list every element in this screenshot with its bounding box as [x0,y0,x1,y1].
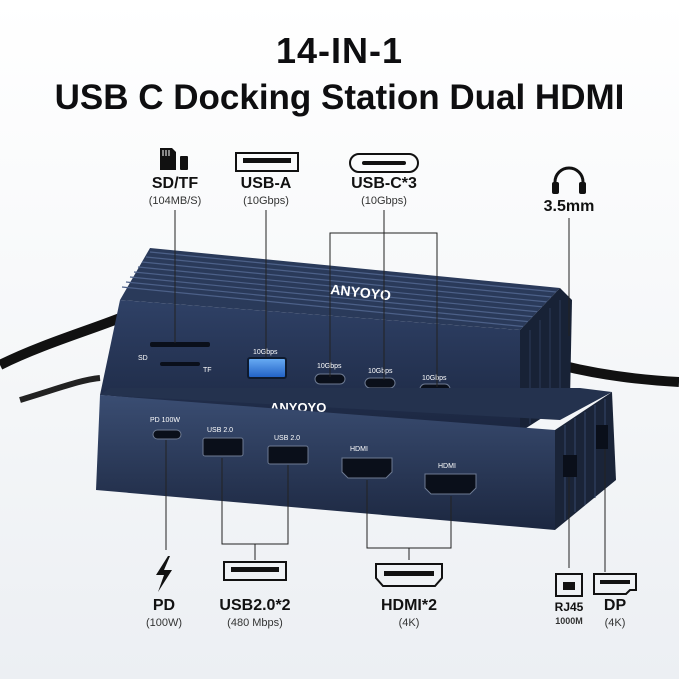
label-usb2-spec: (480 Mbps) [227,617,283,629]
brand-logo-upper: ANYOYO [330,281,392,303]
label-usb2: USB2.0*2 (480 Mbps) [219,597,290,629]
label-sdtf-spec: (104MB/S) [148,195,202,207]
label-hdmi-title: HDMI*2 [380,597,438,614]
usb2-port-2 [267,445,309,465]
hdmi-print-1: HDMI [350,446,368,453]
label-usba-title: USB-A [240,175,292,192]
label-usba: USB-A (10Gbps) [241,175,292,207]
label-audio: 3.5mm [544,198,595,216]
dp-port [596,425,608,449]
cables [0,313,679,403]
usb-c-port-2 [364,377,396,389]
label-pd-title: PD [152,597,176,614]
label-dp-title: DP [603,597,627,614]
displayport-icon [593,573,637,595]
label-sdtf-title: SD/TF [151,175,199,192]
pd-usb-c-port [152,429,182,440]
hdmi-port-1 [341,457,393,479]
usb-a-port [247,357,287,379]
label-audio-title: 3.5mm [543,198,595,215]
label-rj45: RJ45 1000M [555,600,584,626]
hdmi-icon [375,563,443,587]
callout-lines [165,210,606,572]
usb-a-icon [223,561,287,581]
label-rj45-title: RJ45 [554,600,584,614]
label-usb2-title: USB2.0*2 [219,597,291,614]
tf-slot [160,362,200,366]
title-line-2: USB C Docking Station Dual HDMI [54,78,625,117]
usb-c-icon [349,153,419,173]
usb-a-icon [235,152,299,172]
label-dp-spec: (4K) [604,617,626,629]
label-sdtf: SD/TF (104MB/S) [149,175,202,207]
usb2-port-1 [202,437,244,457]
lightning-icon [156,556,172,592]
sd-slot [150,342,210,347]
label-pd-spec: (100W) [145,617,183,629]
label-usbc-spec: (10Gbps) [361,195,407,207]
label-usbc: USB-C*3 (10Gbps) [351,175,417,207]
label-usba-spec: (10Gbps) [243,195,289,207]
label-dp: DP (4K) [604,597,626,629]
lower-dock: ANYOYO PD 100W USB 2.0 USB 2.0 HDMI HDMI [96,388,616,530]
usbc-speed-print-3: 10Gbps [422,375,447,382]
label-pd: PD (100W) [146,597,182,629]
hdmi-port-2 [424,473,477,495]
label-rj45-spec: 1000M [555,616,583,626]
headphones-icon [552,166,586,194]
title-line-1: 14-IN-1 [275,30,404,71]
label-hdmi-spec: (4K) [398,617,420,629]
usb2-print-2: USB 2.0 [274,435,300,442]
tf-print: TF [203,367,212,374]
rj45-port [563,455,577,477]
sd-print: SD [138,355,148,362]
label-usbc-title: USB-C*3 [351,175,417,192]
usbc-speed-print-2: 10Gbps [368,368,393,375]
usb2-print-1: USB 2.0 [207,427,233,434]
hdmi-print-2: HDMI [438,463,456,470]
pd-print: PD 100W [150,417,180,424]
ethernet-icon [555,573,583,597]
label-hdmi: HDMI*2 (4K) [381,597,437,629]
sd-card-icon [160,148,188,170]
